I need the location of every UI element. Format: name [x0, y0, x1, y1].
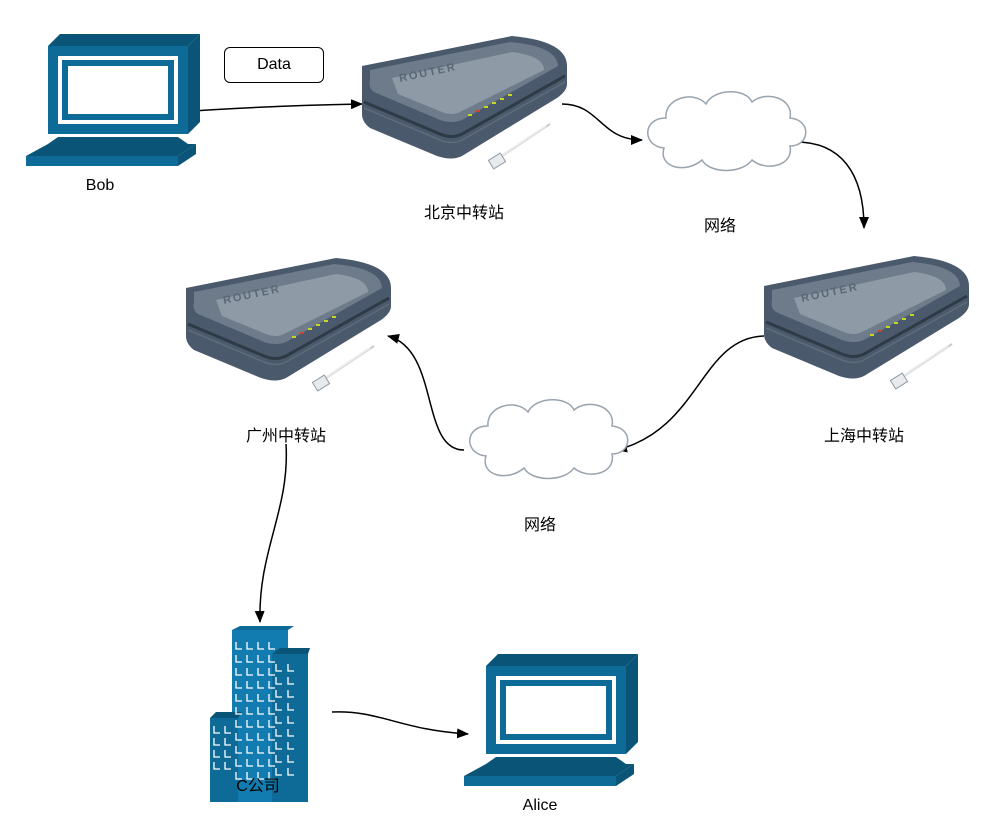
data-packet-label: Data — [224, 47, 324, 83]
arrow-beijing-to-cloud-top — [561, 103, 643, 145]
bob-computer-icon — [26, 34, 200, 166]
alice-computer-icon — [464, 654, 638, 786]
arrow-cloud-bottom-to-guangzhou — [387, 334, 465, 451]
network-top-label: 网络 — [703, 218, 737, 235]
guangzhou-station-label: 广州中转站 — [245, 428, 327, 445]
company-label: C公司 — [236, 778, 280, 795]
network-cloud-icon — [468, 398, 629, 480]
shanghai-router-icon — [762, 254, 971, 391]
network-bottom-label: 网络 — [523, 517, 557, 534]
bob-label: Bob — [85, 177, 115, 194]
arrow-company-to-alice — [331, 711, 469, 739]
data-packet-text: Data — [257, 56, 291, 73]
arrow-shanghai-to-cloud-bottom — [615, 335, 765, 453]
beijing-router-icon — [360, 34, 569, 171]
beijing-station-label: 北京中转站 — [423, 205, 505, 222]
arrow-guangzhou-to-company — [254, 443, 288, 623]
network-cloud-icon — [646, 90, 807, 172]
shanghai-station-label: 上海中转站 — [823, 428, 905, 445]
guangzhou-router-icon — [184, 256, 393, 393]
building-windows — [213, 642, 294, 780]
arrow-bob-to-beijing — [177, 99, 363, 113]
alice-label: Alice — [522, 797, 558, 814]
arrow-cloud-top-to-shanghai — [795, 141, 869, 229]
